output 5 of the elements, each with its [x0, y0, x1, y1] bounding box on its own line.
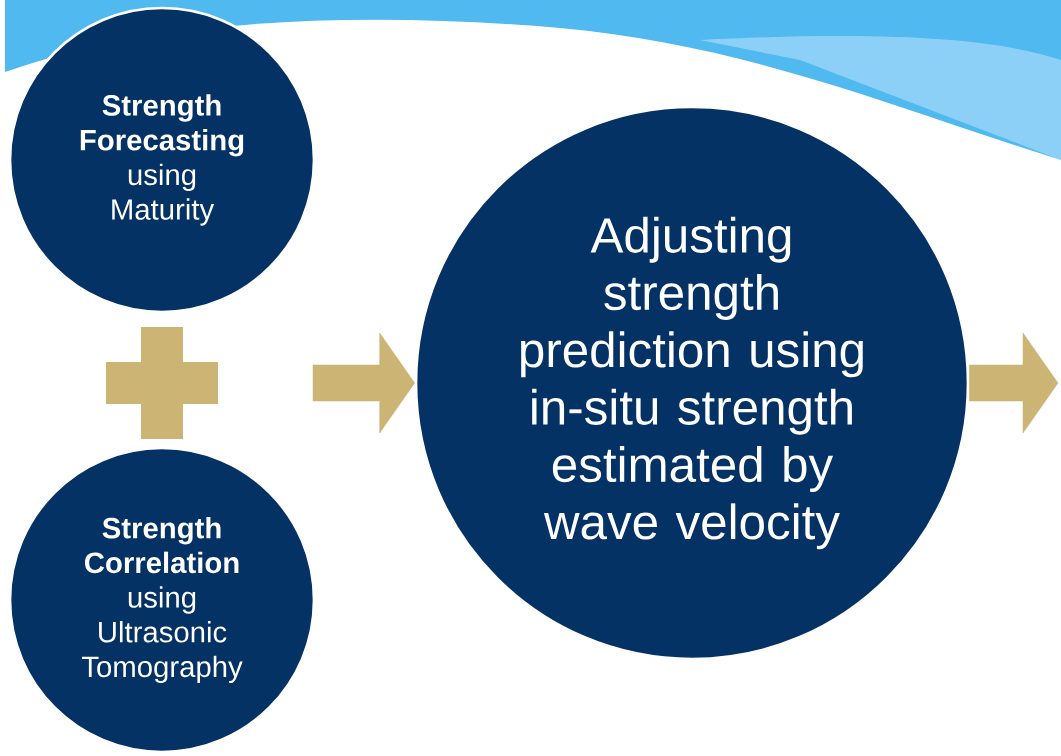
block-arrow: [312, 332, 415, 434]
circle-node: Adjusting strength prediction using in-situ strength estimated by wave velocity: [414, 105, 970, 661]
block-arrow: [969, 332, 1059, 434]
circle-node: Strength Correlation using Ultrasonic Tomography: [8, 446, 316, 754]
circle-node: Strength Forecasting using Maturity: [8, 6, 316, 314]
